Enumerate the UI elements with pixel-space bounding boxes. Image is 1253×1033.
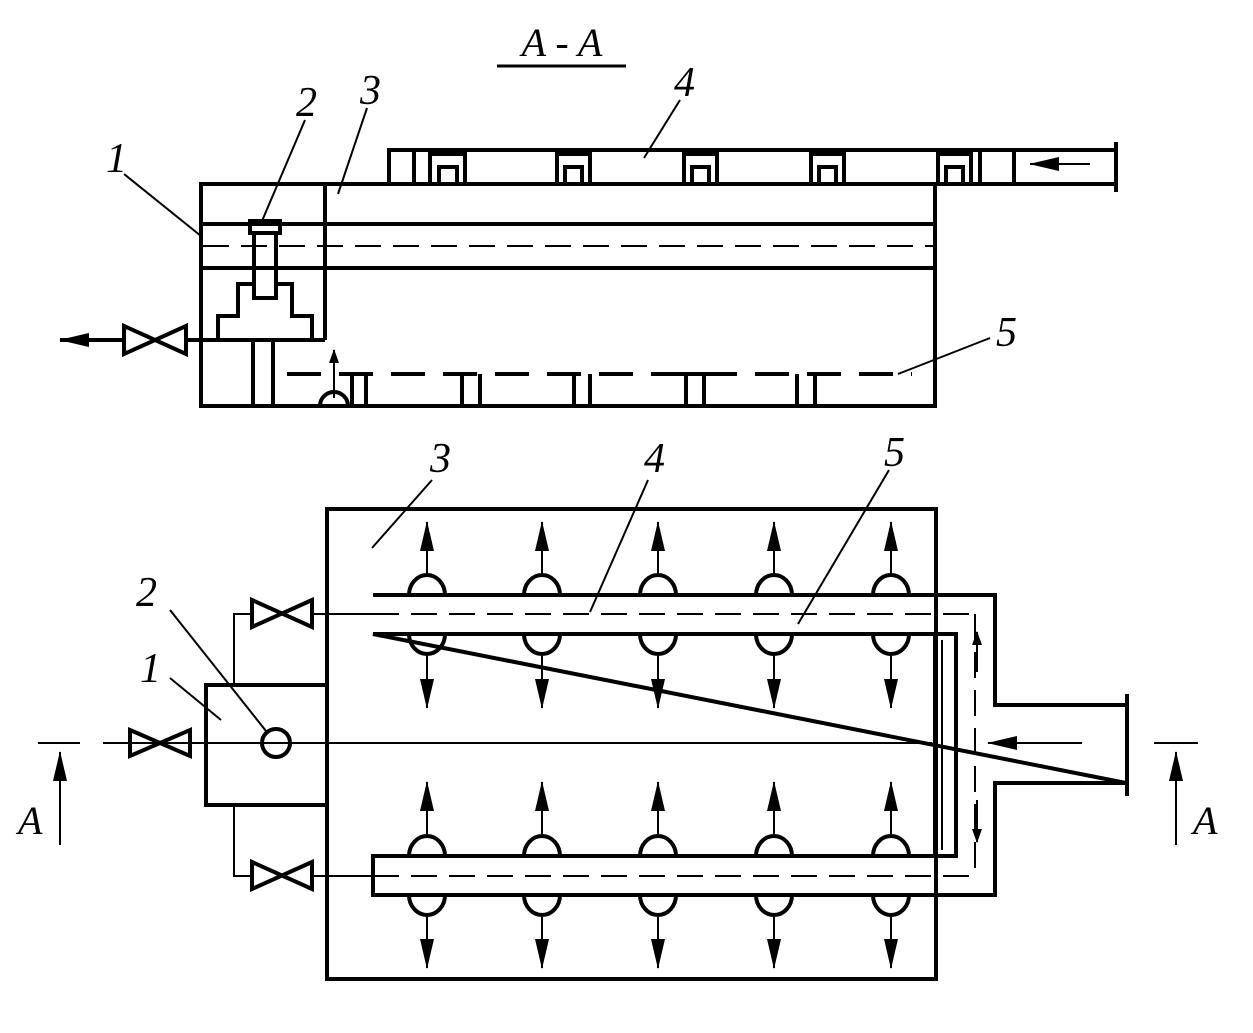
plan-view: A A 1 2 3 4 5 xyxy=(15,430,1218,981)
label-5-plan: 5 xyxy=(884,430,905,476)
plan-nozzles xyxy=(407,521,911,969)
label-3-top: 3 xyxy=(359,68,381,114)
plan-chamber xyxy=(204,683,327,807)
leader-1-top xyxy=(123,173,202,237)
leader-1-plan xyxy=(169,677,222,721)
label-1-plan: 1 xyxy=(140,646,161,692)
nozzle-upper-5 xyxy=(871,521,911,709)
nozzle-upper-3 xyxy=(638,521,678,709)
top-distribution-channel xyxy=(387,142,1118,192)
leader-2-top xyxy=(261,119,306,222)
nozzle-lower-2 xyxy=(522,781,562,969)
section-mark-right: A xyxy=(1154,742,1218,845)
nozzle-upper-1 xyxy=(407,521,447,709)
nozzle-lower-1 xyxy=(407,781,447,969)
nozzle-upper-2 xyxy=(522,521,562,709)
plan-lower-outlet xyxy=(233,805,373,893)
section-title-group: A - A xyxy=(497,20,626,68)
section-outlet xyxy=(59,322,325,358)
section-mark-left: A xyxy=(15,742,80,845)
leader-3-plan xyxy=(371,479,433,549)
leader-3-top xyxy=(337,107,368,195)
section-title: A - A xyxy=(519,20,603,65)
label-2-plan: 2 xyxy=(136,570,157,616)
plan-upper-outlet xyxy=(233,596,373,685)
nozzle-lower-3 xyxy=(638,781,678,969)
label-4-top: 4 xyxy=(674,60,695,106)
bottom-supports xyxy=(350,372,817,408)
label-4-plan: 4 xyxy=(644,436,665,482)
leader-4-top xyxy=(643,99,681,159)
nozzle-lower-4 xyxy=(754,781,794,969)
section-mark-right-label: A xyxy=(1190,798,1218,843)
plan-distribution-channel xyxy=(371,593,1129,897)
nozzle-lower-5 xyxy=(871,781,911,969)
label-2-top: 2 xyxy=(296,80,317,126)
float-valve xyxy=(216,219,314,406)
nozzle-upper-4 xyxy=(754,521,794,709)
label-5-top: 5 xyxy=(996,310,1017,356)
leader-2-plan xyxy=(169,609,267,732)
section-view: 1 2 3 4 5 xyxy=(59,60,1118,408)
leader-4-plan xyxy=(589,479,649,613)
leader-5-top xyxy=(897,337,991,375)
plan-center-valve xyxy=(128,726,192,760)
leader-5-plan xyxy=(797,469,890,625)
label-3-plan: 3 xyxy=(429,436,451,482)
label-1-top: 1 xyxy=(106,136,127,182)
section-mark-left-label: A xyxy=(15,798,43,843)
